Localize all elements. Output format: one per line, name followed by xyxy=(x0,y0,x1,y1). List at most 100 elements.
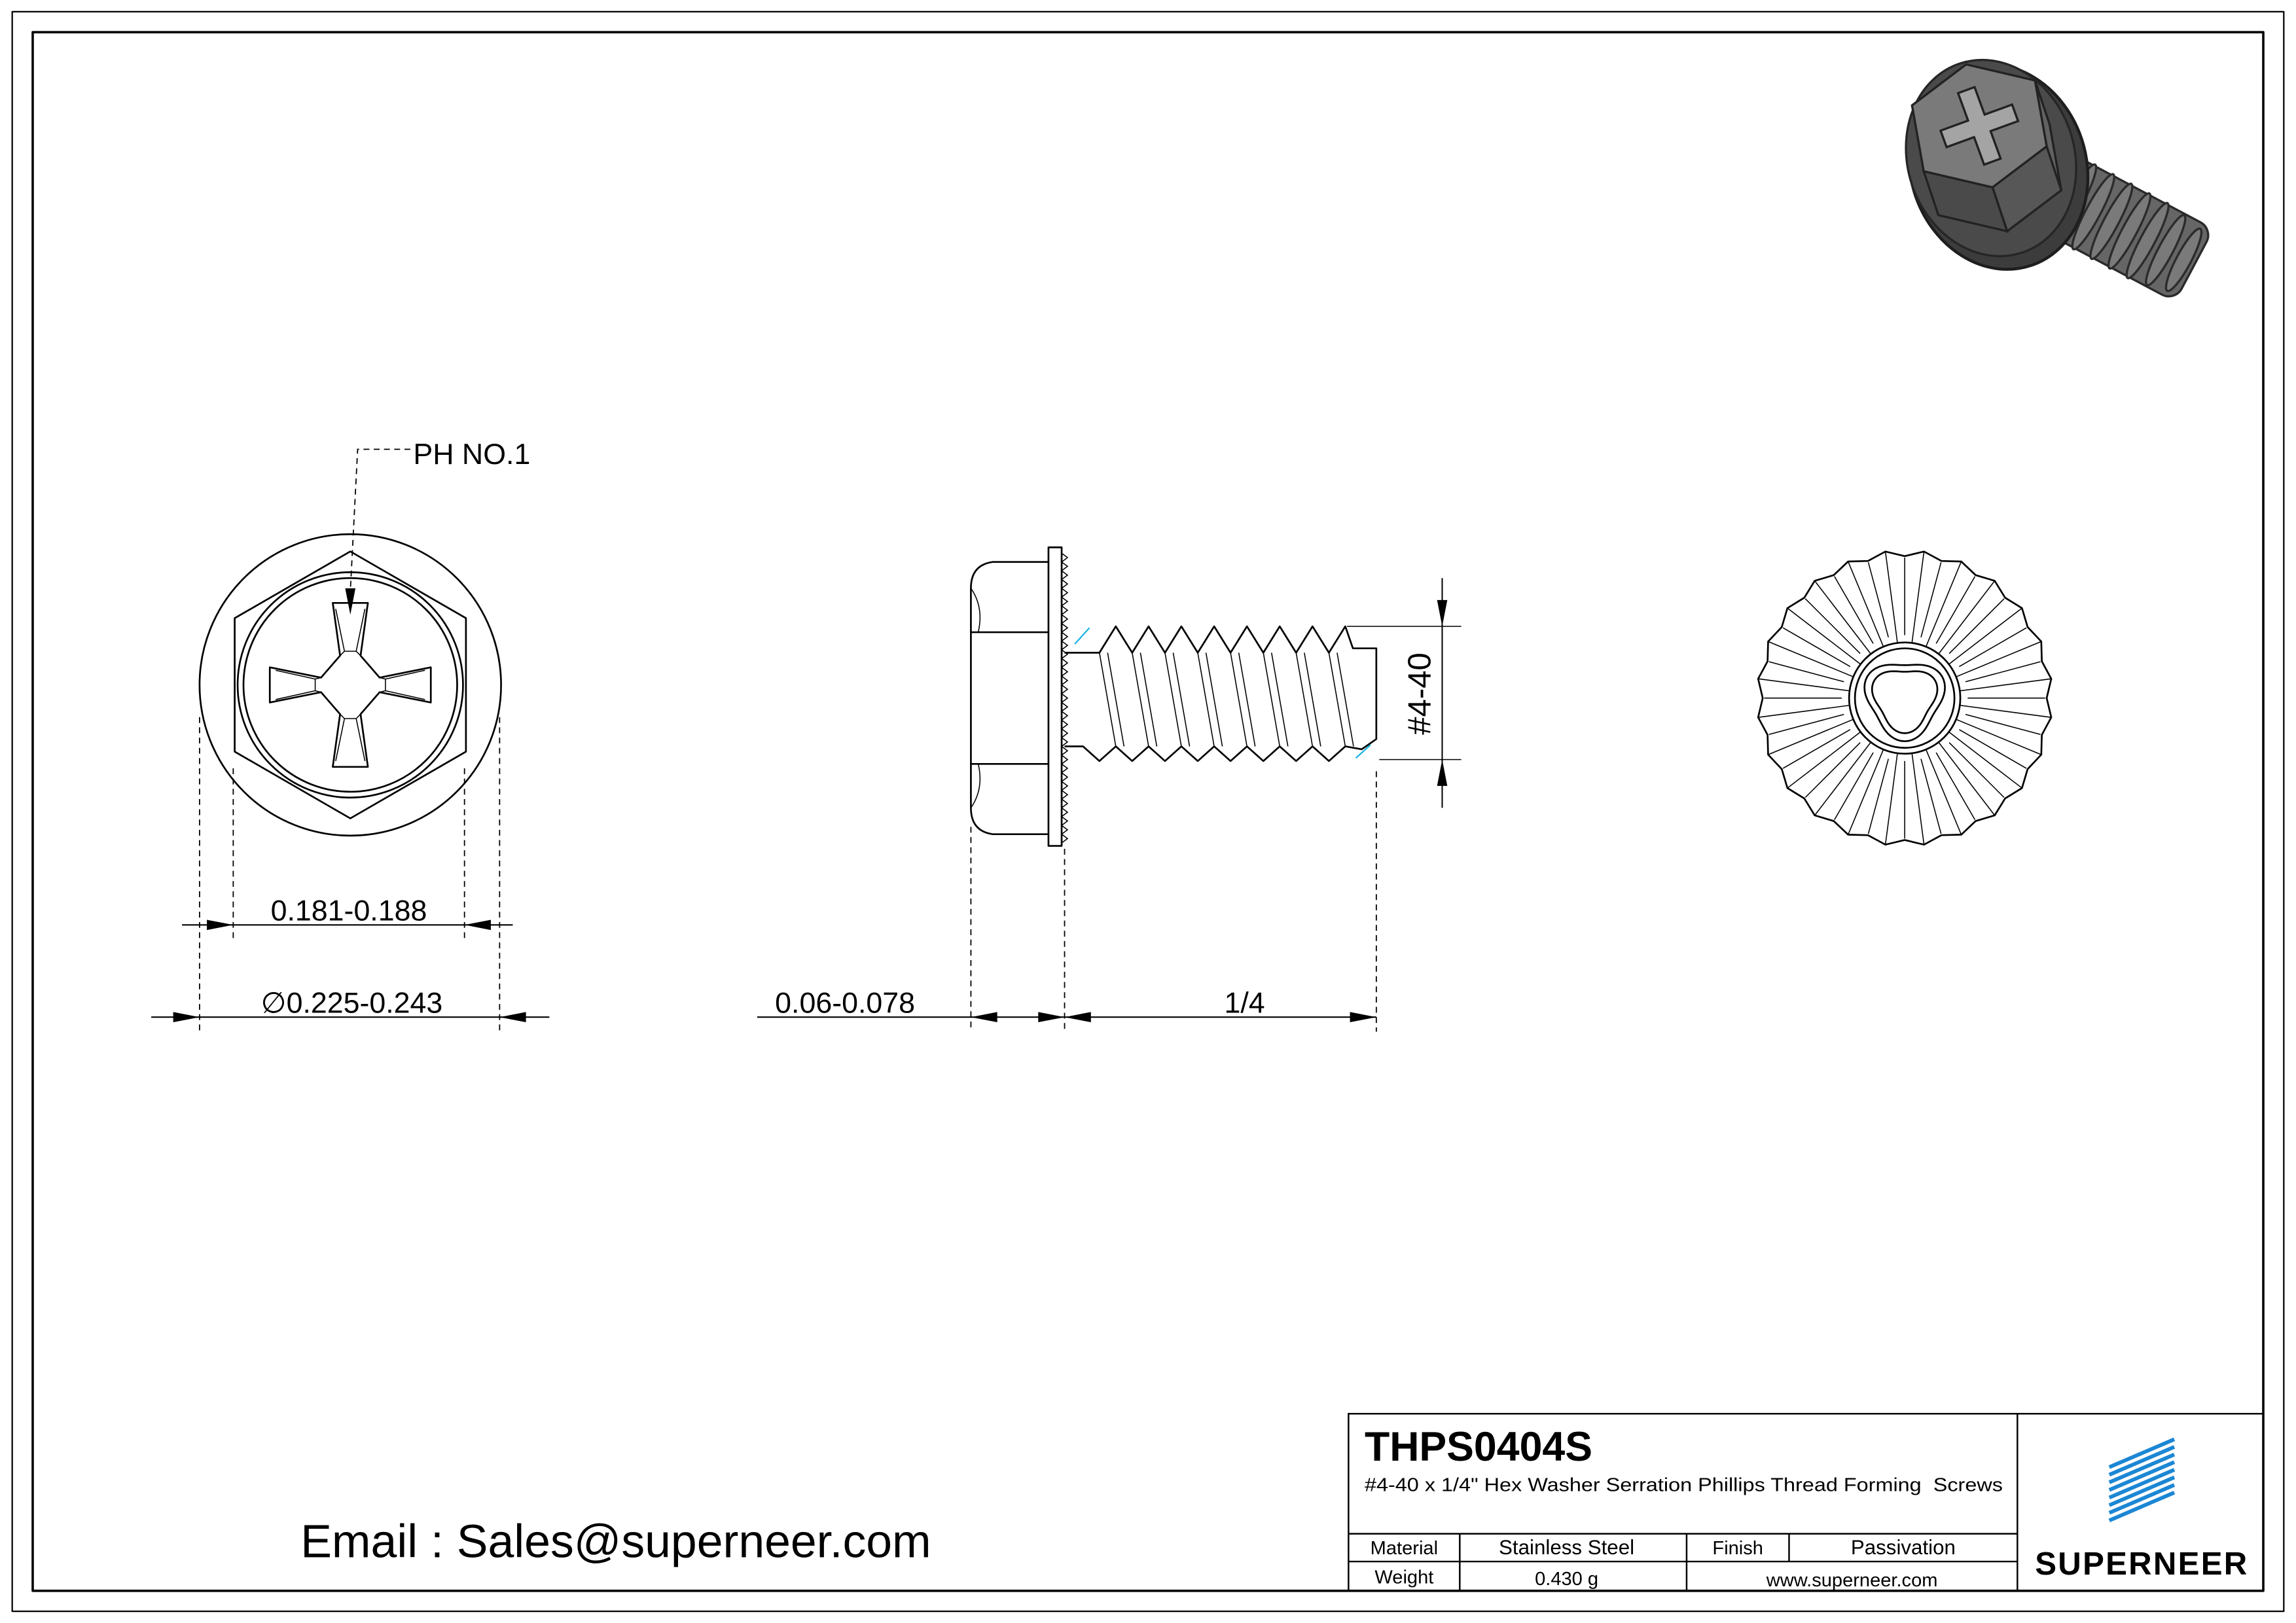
trilobular-point-inner xyxy=(1871,670,1939,734)
serration-ring xyxy=(1757,550,2053,846)
thread-flank-line xyxy=(1328,652,1346,747)
head-height-value: 0.06-0.078 xyxy=(775,987,915,1019)
washer-diameter-value: ∅0.225-0.243 xyxy=(261,987,443,1019)
shank-ring-inner xyxy=(1854,647,1956,749)
callout-leader xyxy=(350,448,410,592)
serration-tooth-ridge xyxy=(1834,752,1874,821)
render-thread-ring xyxy=(2071,173,2115,251)
head-face-outer-circle xyxy=(236,571,464,799)
length-value: 1/4 xyxy=(1225,987,1265,1019)
dimension-arrow xyxy=(464,919,491,931)
thread-flank-line xyxy=(1230,652,1247,747)
trilobular-point-outer xyxy=(1863,664,1946,743)
weight-value: 0.430 g xyxy=(1535,1569,1598,1590)
serration-tooth-ridge xyxy=(1867,562,1890,638)
serration-tooth-ridge xyxy=(1948,598,2005,654)
serration-tooth-ridge xyxy=(1935,576,1976,644)
dimension-arrow xyxy=(1350,1012,1376,1023)
hex-head-profile xyxy=(970,561,1049,836)
finish-value: Passivation xyxy=(1851,1536,1956,1559)
logo-stripe xyxy=(2108,1460,2176,1492)
phillips-callout: PH NO.1 xyxy=(345,438,530,615)
serration-tooth-edge xyxy=(1925,561,1962,647)
callout-arrow xyxy=(345,588,356,615)
logo-stripe xyxy=(2108,1437,2176,1469)
washer-flange xyxy=(1047,546,1063,847)
dimension-arrow xyxy=(971,1012,997,1023)
thread-flank-line xyxy=(1172,652,1191,747)
superneer-stripe-logo-icon xyxy=(2108,1437,2176,1522)
3d-model-render xyxy=(1905,58,2210,298)
serration-tooth-edge xyxy=(1884,551,1898,643)
serration-tooth-ridge xyxy=(1834,576,1874,644)
material-label: Material xyxy=(1371,1538,1438,1559)
thread-flank-line xyxy=(1295,652,1314,747)
dimension-arrow xyxy=(1038,1012,1065,1023)
serration-tooth-ridge xyxy=(1959,627,2027,668)
serration-outer-edge xyxy=(1757,550,2053,846)
serration-tooth-edge xyxy=(1768,641,1854,677)
serration-tooth-ridge xyxy=(1768,713,1844,736)
logo-stripe xyxy=(2108,1452,2176,1484)
serration-tooth-edge xyxy=(1884,753,1898,845)
thread-flank-line xyxy=(1132,652,1149,747)
part-description: #4-40 x 1/4" Hex Washer Serration Philli… xyxy=(1365,1475,2003,1496)
serration-tooth-ridge xyxy=(1965,661,2041,683)
thread-flank-line xyxy=(1197,652,1215,747)
serration-tooth-ridge xyxy=(1804,742,1861,798)
logo-stripe xyxy=(2108,1445,2176,1477)
part-number: THPS0404S xyxy=(1365,1424,1592,1470)
construction-mark xyxy=(1074,627,1090,645)
serration-tooth-edge xyxy=(1960,705,2052,718)
serration-tooth-ridge xyxy=(1959,729,2027,769)
serration-tooth-edge xyxy=(1938,741,1996,816)
finish-label: Finish xyxy=(1712,1538,1763,1559)
logo-stripe xyxy=(2108,1491,2176,1522)
serration-tooth-edge xyxy=(1925,749,1962,835)
serration-tooth-edge xyxy=(1956,641,2042,677)
construction-mark xyxy=(1355,744,1371,759)
serration-tooth-ridge xyxy=(1768,661,1844,683)
title-block: THPS0404S #4-40 x 1/4" Hex Washer Serrat… xyxy=(1348,1412,2265,1592)
serration-tooth-edge xyxy=(1948,731,2022,789)
hex-head-chamfer xyxy=(970,588,981,808)
serration-tooth-edge xyxy=(1960,678,2052,692)
head-top-view xyxy=(198,533,502,837)
washer-diameter-dimension: ∅0.225-0.243 xyxy=(151,717,550,1032)
dimension-arrow xyxy=(1437,599,1448,627)
thread-flank-line xyxy=(1263,652,1281,747)
render-thread-ring xyxy=(2089,183,2134,260)
material-value: Stainless Steel xyxy=(1499,1536,1634,1559)
logo-stripe xyxy=(2108,1475,2176,1507)
serration-tooth-ridge xyxy=(1948,742,2005,798)
serration-tooth-ridge xyxy=(1965,713,2041,736)
dimension-arrow xyxy=(207,919,234,931)
serration-tooth-edge xyxy=(1911,551,1925,643)
outer-border xyxy=(11,10,2285,1613)
serration-tooth-ridge xyxy=(1782,627,1851,668)
thread-flank-line xyxy=(1107,652,1125,747)
inner-border xyxy=(31,31,2265,1592)
side-view xyxy=(970,546,1378,847)
render-thread-ring xyxy=(2107,192,2152,270)
serration-tooth-edge xyxy=(1758,678,1850,692)
website-link: www.superneer.com xyxy=(1766,1570,1938,1591)
thread-flank-line xyxy=(1098,652,1117,747)
thread-flank-line xyxy=(1238,652,1256,747)
render-thread-ring xyxy=(2125,202,2170,279)
serration-tooth-edge xyxy=(1948,607,2022,665)
serration-tooth-edge xyxy=(1938,580,1996,654)
bottom-view xyxy=(1757,550,2053,846)
serration-tooth-edge xyxy=(1814,741,1872,816)
serration-tooth-ridge xyxy=(1920,562,1942,638)
trilobular-point xyxy=(1863,664,1946,743)
thread-flank-line xyxy=(1205,652,1223,747)
weight-label: Weight xyxy=(1374,1567,1433,1588)
washer-outline xyxy=(198,533,502,837)
serration-tooth-edge xyxy=(1787,731,1861,789)
serration-tooth-edge xyxy=(1787,607,1861,665)
washer-serration xyxy=(1060,552,1069,844)
thread-flank-line xyxy=(1139,652,1158,747)
hex-head-outline xyxy=(234,550,467,819)
serration-tooth-ridge xyxy=(1804,598,1861,654)
